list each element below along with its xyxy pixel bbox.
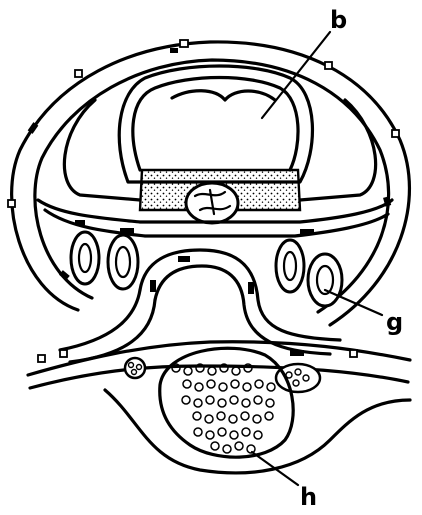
fiber-circle — [194, 428, 202, 436]
fiber-circle — [208, 367, 216, 375]
fiber-circle — [267, 383, 275, 391]
label-h: h — [300, 483, 317, 511]
fiber-circle — [242, 428, 250, 436]
fiber-circle — [195, 383, 203, 391]
fiber-circle — [235, 442, 243, 450]
fiber-circle — [211, 442, 219, 450]
fiber-circle — [241, 412, 249, 420]
label-b: b — [330, 6, 347, 34]
fiber-circle — [183, 380, 191, 388]
fiber-circle — [218, 399, 226, 407]
right-vessels — [276, 240, 342, 306]
fiber-circle — [184, 367, 192, 375]
fiber-circle — [207, 380, 215, 388]
label-g: g — [386, 308, 403, 336]
fiber-circle — [230, 431, 238, 439]
fiber-circle — [218, 428, 226, 436]
fiber-circle — [205, 415, 213, 423]
fiber-circle — [243, 383, 251, 391]
fiber-circle — [206, 396, 214, 404]
fiber-circle — [253, 415, 261, 423]
fiber-circle — [217, 412, 225, 420]
fiber-circle — [266, 399, 274, 407]
fiber-circle — [219, 383, 227, 391]
fiber-circle — [265, 412, 273, 420]
fiber-circle — [255, 380, 263, 388]
fiber-circle — [194, 399, 202, 407]
fiber-circle — [206, 431, 214, 439]
cord-fibers — [172, 364, 275, 453]
left-vessels — [71, 232, 138, 289]
fiber-circle — [254, 396, 262, 404]
fiber-circle — [230, 396, 238, 404]
fiber-circle — [231, 380, 239, 388]
fiber-circle — [193, 412, 201, 420]
fiber-circle — [182, 396, 190, 404]
fiber-circle — [223, 445, 231, 453]
fiber-circle — [232, 367, 240, 375]
basal-region — [28, 342, 410, 473]
fiber-circle — [229, 415, 237, 423]
fiber-circle — [254, 431, 262, 439]
fiber-circle — [242, 399, 250, 407]
